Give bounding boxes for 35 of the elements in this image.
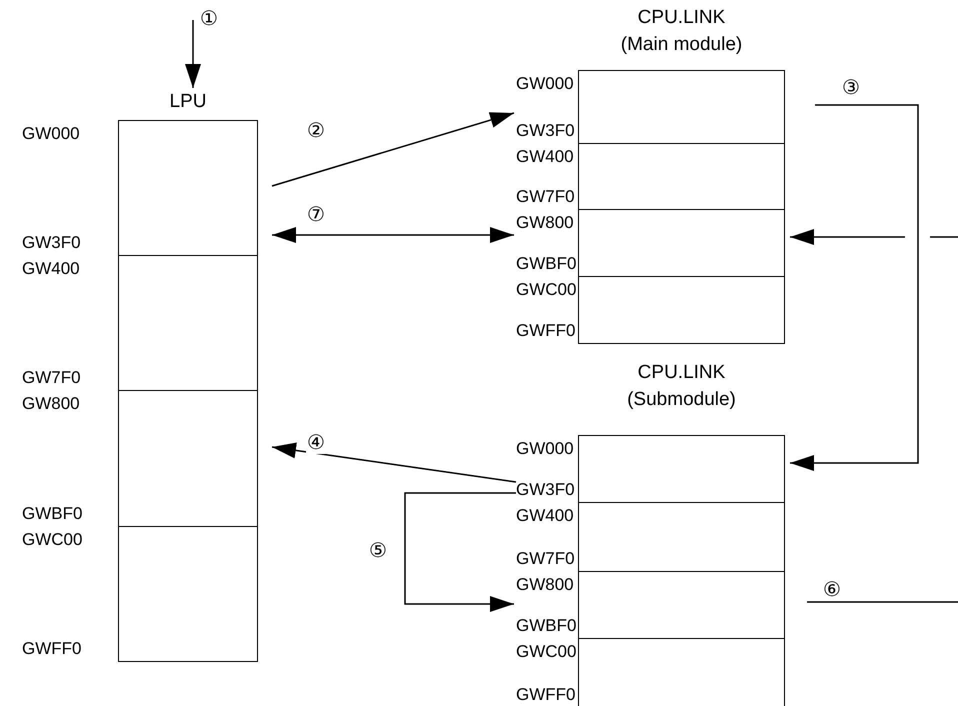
address-label: GWC00 xyxy=(516,280,576,300)
address-label: GWFF0 xyxy=(516,685,576,705)
address-label: GWFF0 xyxy=(22,639,82,659)
address-label: GW400 xyxy=(516,506,574,526)
address-label: GW3F0 xyxy=(516,480,575,500)
address-label: GW000 xyxy=(516,439,574,459)
step-number: ④ xyxy=(306,432,326,454)
arrow xyxy=(272,442,516,483)
arrow xyxy=(185,20,201,88)
address-label: GW400 xyxy=(22,259,80,279)
address-label: GWC00 xyxy=(22,530,82,550)
arrow xyxy=(272,112,514,187)
address-label: GWBF0 xyxy=(516,254,576,274)
address-label: GW800 xyxy=(516,213,574,233)
address-label: GWC00 xyxy=(516,642,576,662)
memory-title: CPU.LINK (Submodule) xyxy=(626,361,737,412)
arrow xyxy=(789,229,958,245)
address-label: GW400 xyxy=(516,147,574,167)
arrow xyxy=(790,104,919,471)
address-label: GW000 xyxy=(22,124,80,144)
address-label: GWFF0 xyxy=(516,321,576,341)
address-label: GW7F0 xyxy=(516,187,575,207)
address-label: GWBF0 xyxy=(22,504,82,524)
memory-title: LPU xyxy=(168,90,208,114)
address-label: GW7F0 xyxy=(22,368,81,388)
address-label: GW800 xyxy=(22,394,80,414)
address-label: GW3F0 xyxy=(22,233,81,253)
arrow xyxy=(272,227,514,243)
address-label: GW000 xyxy=(516,74,574,94)
address-label: GW800 xyxy=(516,575,574,595)
memory-title: CPU.LINK (Main module) xyxy=(620,6,744,57)
address-label: GW3F0 xyxy=(516,121,575,141)
arrow xyxy=(404,492,516,612)
address-label: GWBF0 xyxy=(516,616,576,636)
address-label: GW7F0 xyxy=(516,549,575,569)
